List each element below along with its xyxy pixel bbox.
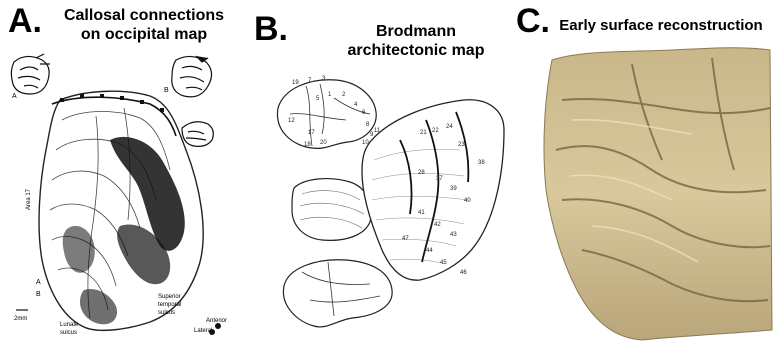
brodmann-area-number: 41	[418, 210, 425, 216]
brodmann-area-number: 17	[308, 130, 315, 136]
brodmann-area-number: 23	[458, 142, 465, 148]
label-sts-3: sulcus	[158, 310, 175, 316]
label-b-lower: B	[36, 291, 41, 298]
brodmann-area-number: 24	[446, 124, 453, 130]
label-area-17: Area 17	[26, 188, 32, 210]
brodmann-area-number: 10	[362, 140, 369, 146]
label-a-upper: A	[12, 93, 17, 100]
brodmann-area-number: 11	[374, 128, 380, 134]
thumbnail-brain-small	[182, 122, 213, 147]
panel-a-occipital-map: Area 17 A B A B Superior temporal sulcus…	[0, 0, 250, 345]
brodmann-area-number: 43	[450, 232, 457, 238]
brodmann-area-number: 19	[292, 80, 299, 86]
surface-reconstruction	[522, 0, 776, 345]
thumbnail-brain-right	[172, 56, 212, 97]
panel-b: B. Brodmann architectonic map	[250, 0, 522, 345]
brodmann-area-number: 39	[450, 186, 457, 192]
brodmann-area-number: 12	[288, 118, 295, 124]
brodmann-area-number: 3	[322, 76, 325, 82]
panel-c: C. Early surface reconstruction	[522, 0, 776, 345]
label-lunate-1: Lunate	[60, 322, 79, 328]
orientation-dot-1	[215, 323, 221, 329]
label-lunate-2: sulcus	[60, 330, 77, 336]
brodmann-area-number: 1	[328, 92, 331, 98]
brodmann-area-number: 5	[316, 96, 319, 102]
brodmann-area-number: 40	[464, 198, 471, 204]
brodmann-area-number: 18	[304, 142, 311, 148]
label-sts-2: temporal	[158, 302, 181, 308]
brodmann-area-number: 21	[420, 130, 427, 136]
brodmann-area-number: 42	[434, 222, 441, 228]
label-scale: 2mm	[14, 316, 27, 322]
brodmann-area-number: 22	[432, 128, 439, 134]
label-sts-1: Superior	[158, 294, 181, 300]
brodmann-area-number: 37	[436, 176, 443, 182]
brodmann-area-number: 28	[418, 170, 425, 176]
brodmann-area-number: 20	[320, 140, 327, 146]
brodmann-area-number: 47	[402, 236, 409, 242]
label-b-upper: B	[164, 87, 169, 94]
brodmann-area-number: 45	[440, 260, 447, 266]
brodmann-area-number: 2	[342, 92, 345, 98]
thumbnail-brain-left	[11, 54, 50, 94]
brodmann-area-number: 4	[354, 102, 357, 108]
brodmann-area-number: 9	[370, 132, 373, 138]
orientation-dot-2	[209, 329, 215, 335]
brodmann-area-number: 7	[308, 78, 311, 84]
brodmann-area-number: 38	[478, 160, 485, 166]
brodmann-area-number: 6	[362, 110, 365, 116]
area-border-line	[52, 97, 176, 136]
brodmann-area-number: 8	[366, 122, 369, 128]
panel-a: A. Callosal connections on occipital map	[0, 0, 250, 345]
label-anterior: Anterior	[206, 318, 227, 324]
brodmann-area-number: 46	[460, 270, 467, 276]
brodmann-area-number: 44	[426, 248, 433, 254]
label-a-lower: A	[36, 279, 41, 286]
